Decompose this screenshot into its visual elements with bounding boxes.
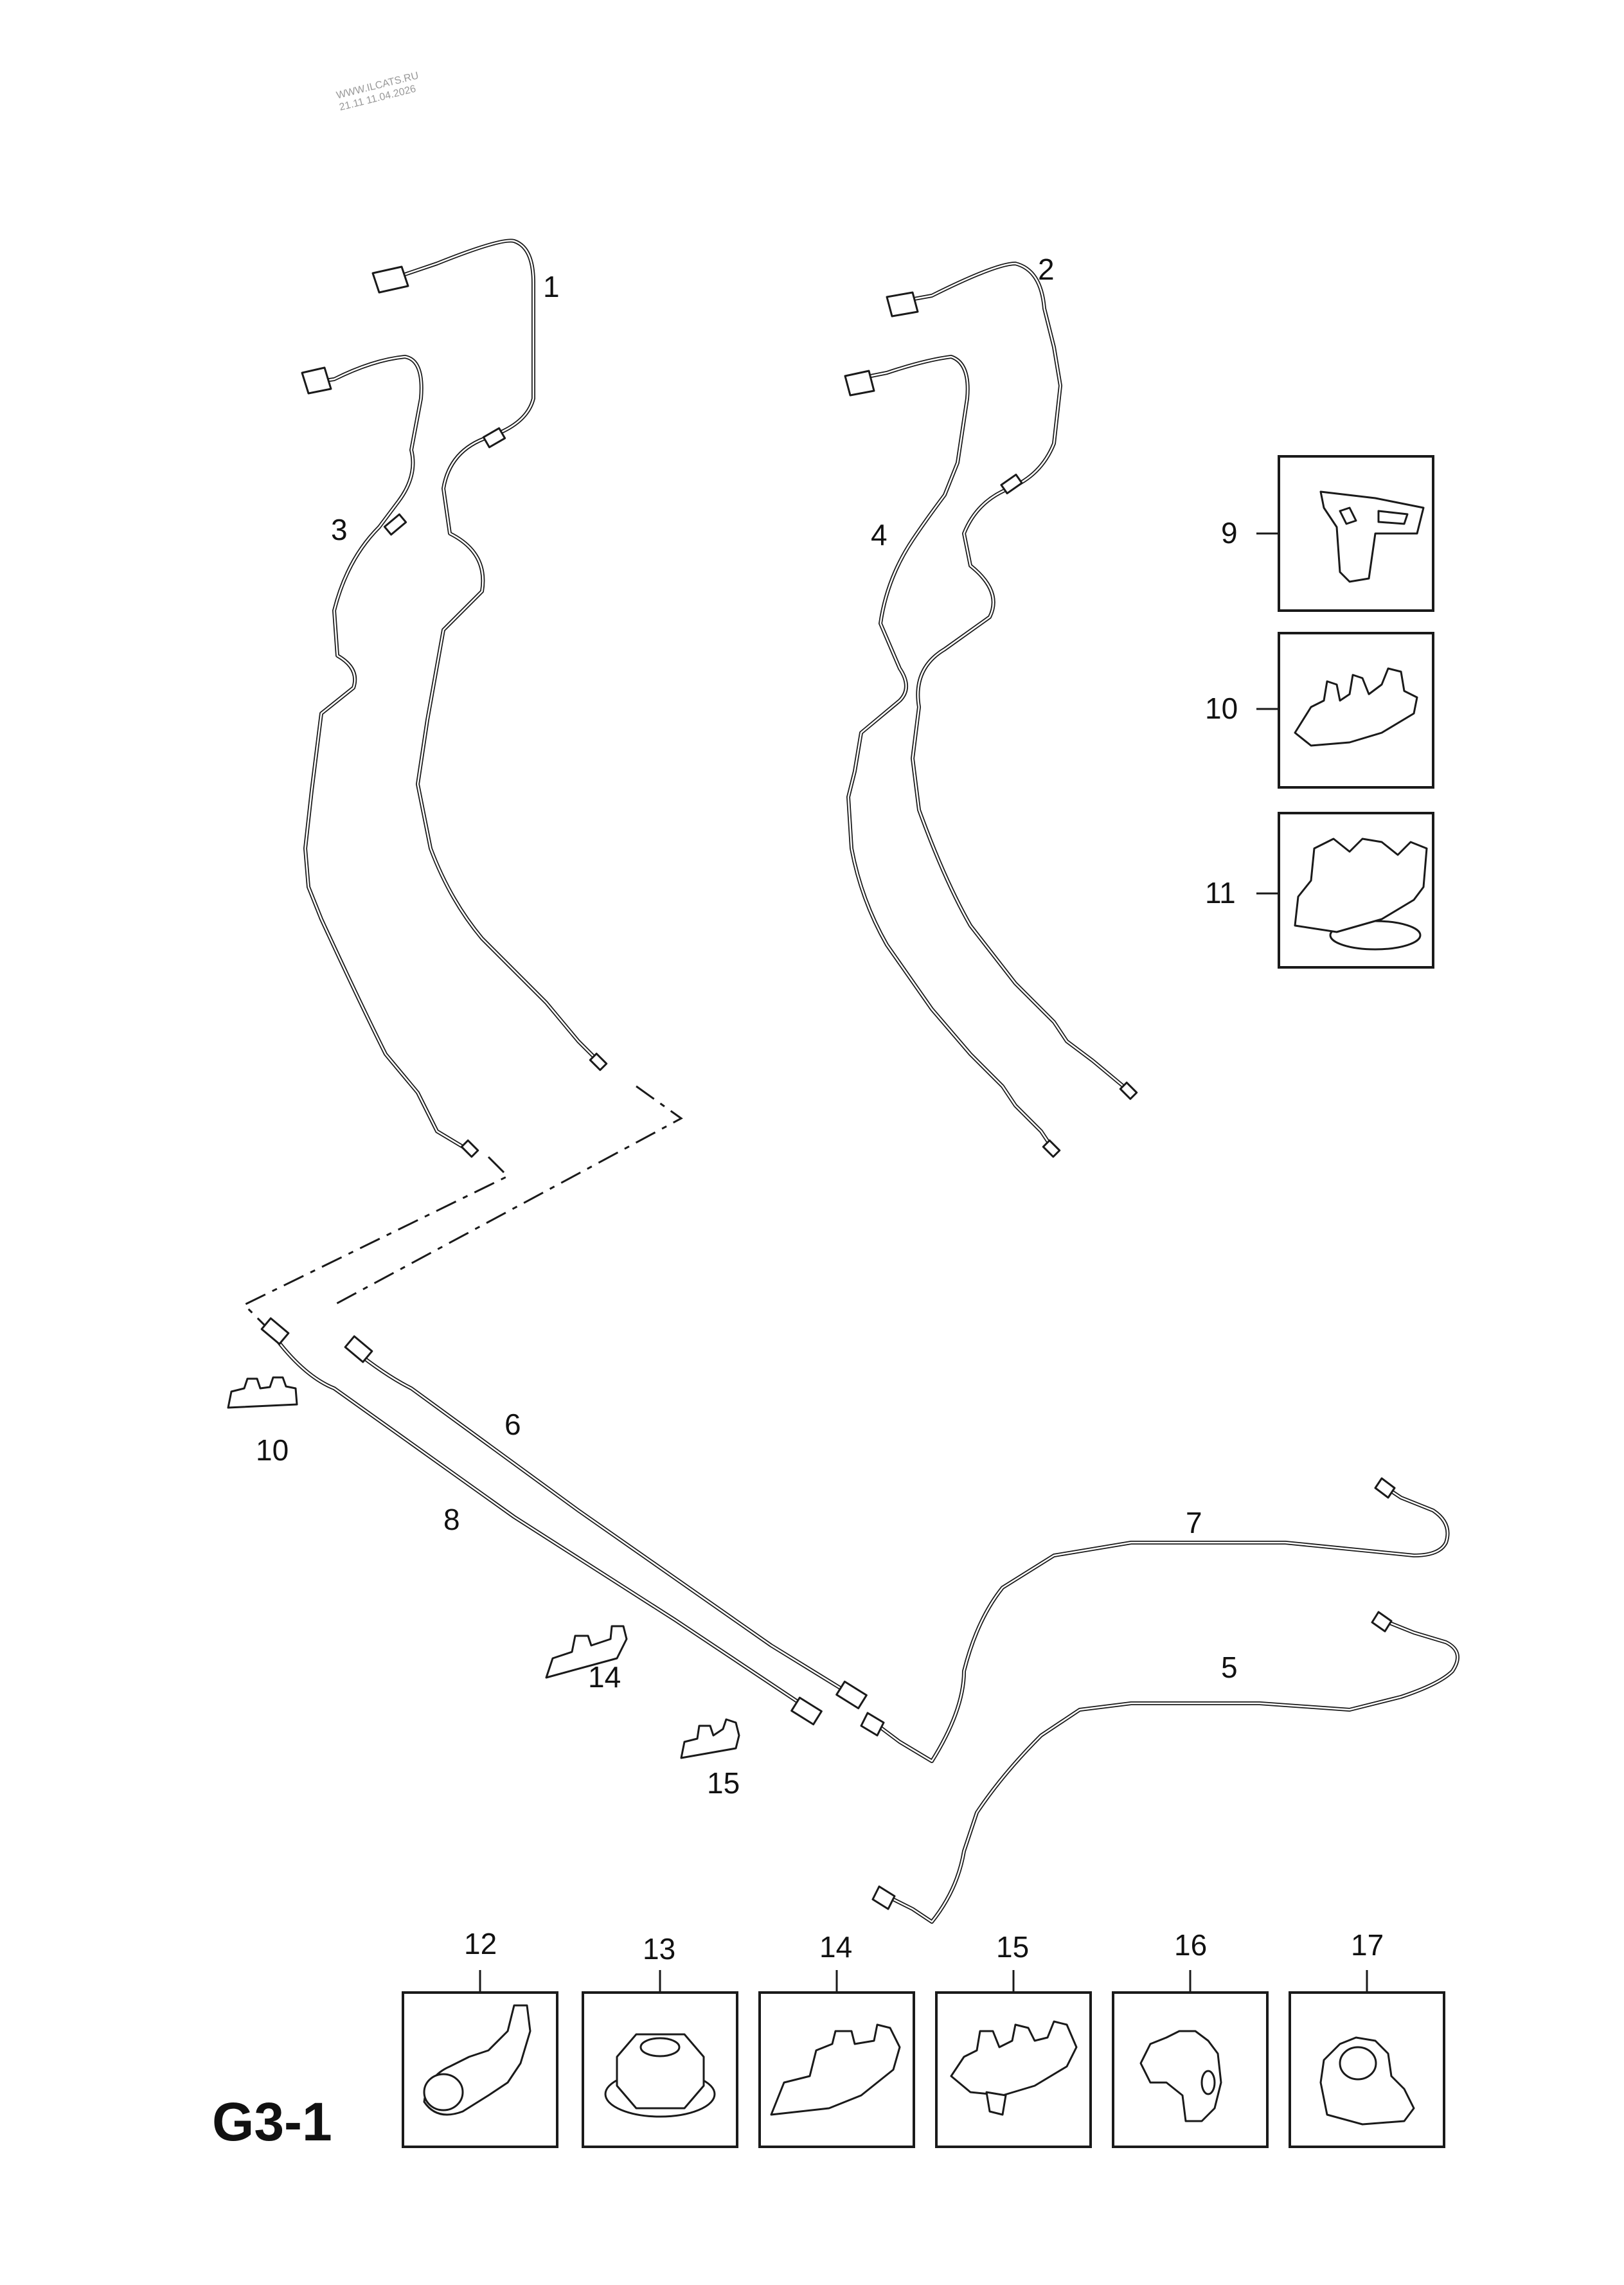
pipe-part-1[interactable] xyxy=(371,238,608,1071)
callout-6: 6 xyxy=(504,1408,521,1441)
callout-10-loose: 10 xyxy=(256,1433,289,1467)
connection-dashed-2 xyxy=(242,1156,510,1332)
callout-14-box: 14 xyxy=(819,1930,852,1964)
connection-dashed-1 xyxy=(334,1085,683,1306)
part-box-13[interactable] xyxy=(582,1970,738,2148)
pipe-part-2[interactable] xyxy=(886,262,1138,1100)
pipe-part-8[interactable] xyxy=(260,1317,823,1726)
callout-16: 16 xyxy=(1174,1928,1207,1962)
watermark: WWW.ILCATS.RU 21.11 11.04.2026 xyxy=(335,70,420,113)
part-box-17[interactable] xyxy=(1289,1970,1445,2148)
part-box-9[interactable] xyxy=(1256,455,1434,612)
callout-2: 2 xyxy=(1038,253,1055,286)
callout-10-box: 10 xyxy=(1205,692,1238,725)
part-box-12[interactable] xyxy=(402,1970,558,2148)
pipe-part-6[interactable] xyxy=(344,1335,868,1710)
part-box-11[interactable] xyxy=(1256,812,1434,969)
callout-5: 5 xyxy=(1221,1651,1238,1684)
clip-part-15-loose[interactable] xyxy=(680,1718,740,1759)
pipe-part-7[interactable] xyxy=(860,1477,1450,1763)
callout-8: 8 xyxy=(443,1503,460,1536)
callout-15-loose: 15 xyxy=(707,1766,740,1800)
callout-3: 3 xyxy=(331,513,348,546)
callout-17: 17 xyxy=(1351,1928,1384,1962)
part-box-14[interactable] xyxy=(758,1970,915,2148)
pipe-part-3[interactable] xyxy=(301,355,479,1158)
clip-part-14-loose[interactable] xyxy=(545,1625,628,1679)
diagram-id: G3-1 xyxy=(212,2092,332,2152)
callout-13: 13 xyxy=(643,1932,675,1966)
callout-15-box: 15 xyxy=(996,1930,1029,1964)
callout-12: 12 xyxy=(464,1927,497,1960)
part-box-15[interactable] xyxy=(935,1970,1092,2148)
callout-7: 7 xyxy=(1186,1506,1202,1539)
part-box-10[interactable] xyxy=(1256,632,1434,789)
pipe-part-4[interactable] xyxy=(844,355,1061,1158)
pipe-part-5[interactable] xyxy=(871,1611,1459,1924)
callout-9: 9 xyxy=(1221,516,1238,550)
callout-1: 1 xyxy=(543,270,560,303)
callout-14-loose: 14 xyxy=(588,1660,621,1694)
callout-11: 11 xyxy=(1205,876,1236,910)
part-box-16[interactable] xyxy=(1112,1970,1269,2148)
callout-4: 4 xyxy=(871,518,888,551)
clip-part-10-loose[interactable] xyxy=(227,1376,298,1409)
